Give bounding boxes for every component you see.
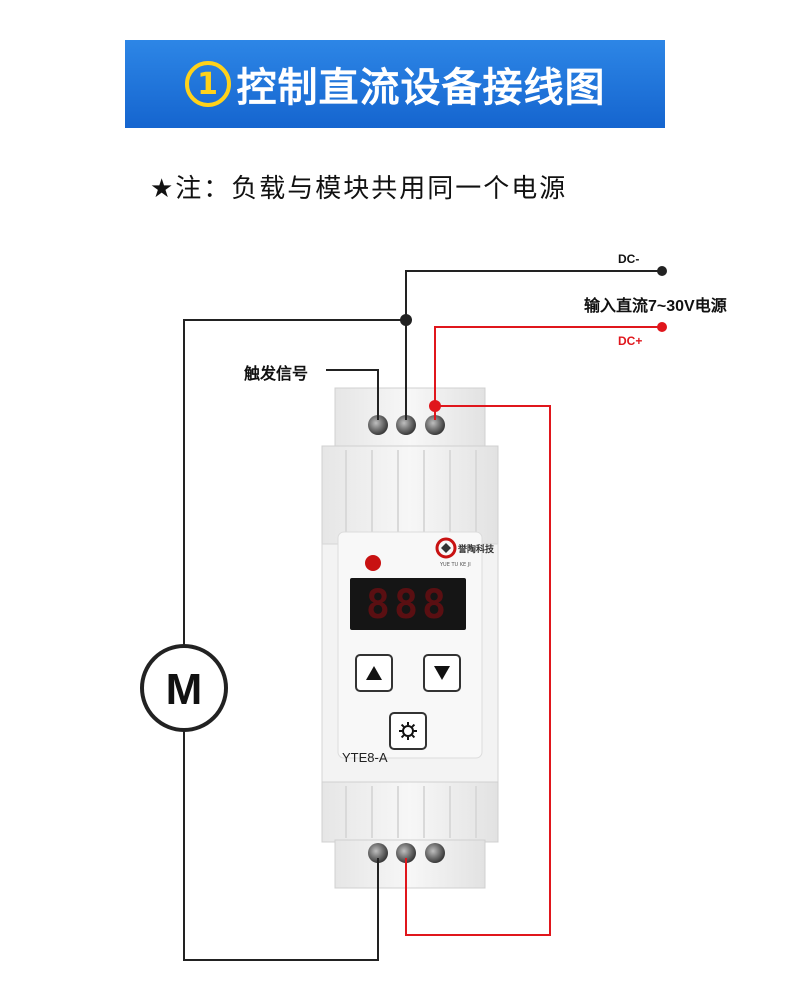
triangle-down-icon — [434, 666, 450, 680]
terminal-load-out — [368, 843, 388, 863]
model-label: YTE8-A — [342, 750, 388, 765]
gear-icon — [399, 722, 417, 740]
power-input-label: 输入直流7~30V电源 — [584, 298, 727, 315]
brand-name-en: YUE TU KE JI — [439, 562, 471, 568]
brand-name: 誉陶科技 — [457, 543, 495, 555]
relay-module — [321, 387, 499, 889]
up-button[interactable] — [355, 654, 393, 692]
brand-logo — [435, 537, 457, 559]
dc-minus-dot — [657, 266, 667, 276]
title-text: 控制直流设备接线图 — [236, 65, 606, 111]
led-display — [350, 578, 466, 630]
junction-dot — [400, 314, 412, 326]
dc-minus-label: DC- — [618, 252, 640, 266]
dc-plus-label: DC+ — [618, 334, 643, 348]
dc-plus-dot — [657, 322, 667, 332]
triangle-up-icon — [366, 666, 382, 680]
note-text: ★注：负载与模块共用同一个电源 — [150, 174, 568, 204]
terminal-dc-plus — [425, 415, 445, 435]
red-junction-dot — [429, 400, 441, 412]
terminal-unused — [425, 843, 445, 863]
title-number: 1 — [184, 61, 231, 107]
motor-symbol: M — [140, 644, 228, 732]
settings-button[interactable] — [389, 712, 427, 750]
terminal-load-in — [396, 843, 416, 863]
display-value: 888 — [366, 582, 450, 628]
red-wires — [405, 326, 662, 936]
black-wires — [183, 270, 662, 961]
title-banner: 1 控制直流设备接线图 — [125, 40, 665, 128]
down-button[interactable] — [423, 654, 461, 692]
status-led — [365, 555, 381, 571]
top-terminals — [368, 415, 445, 435]
bottom-terminals — [368, 843, 445, 863]
motor-label: M — [166, 665, 203, 714]
terminal-trigger — [368, 415, 388, 435]
trigger-signal-label: 触发信号 — [244, 366, 309, 383]
terminal-dc-minus — [396, 415, 416, 435]
